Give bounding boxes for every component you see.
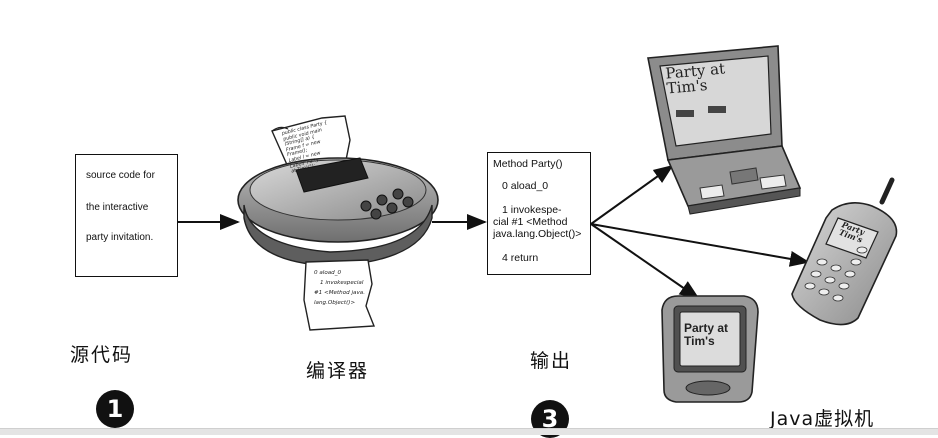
bytecode-line-4: cial #1 <Method bbox=[493, 216, 568, 228]
compiler-output-paper bbox=[303, 259, 376, 331]
paper-out-line-4: lang.Object()> bbox=[314, 300, 356, 306]
label-source-code: 源代码 bbox=[70, 344, 134, 366]
label-output: 输出 bbox=[530, 350, 573, 372]
paper-out-line-2: 1 invokespecial bbox=[320, 280, 364, 286]
bytecode-line-1: Method Party() bbox=[493, 158, 563, 170]
arrow-output-to-pda bbox=[590, 223, 700, 300]
paper-out-line-3: #1 <Method java. bbox=[314, 290, 365, 296]
pda-screen-line-2: Tim's bbox=[684, 334, 715, 348]
source-line-1: source code for bbox=[86, 170, 155, 181]
pda-screen-line-1: Party at bbox=[684, 321, 729, 335]
bytecode-line-3: 1 invokespe- bbox=[502, 204, 562, 216]
pda-icon bbox=[661, 295, 759, 403]
label-jvm: Java虚拟机 bbox=[770, 408, 875, 430]
cell-phone-icon bbox=[791, 177, 898, 326]
arrow-output-to-laptop bbox=[590, 164, 674, 225]
step-badge-1: 1 bbox=[96, 390, 134, 428]
compiler-machine-icon bbox=[237, 115, 439, 331]
source-line-2: the interactive bbox=[86, 202, 149, 213]
bytecode-line-6: 4 return bbox=[502, 252, 539, 264]
label-compiler: 编译器 bbox=[306, 360, 370, 382]
source-code-box: source code for the interactive party in… bbox=[75, 154, 178, 277]
pda-screen-text: Party at Tim's bbox=[684, 322, 728, 348]
bytecode-output-box: Method Party() 0 aload_0 1 invokespe- ci… bbox=[487, 152, 591, 275]
arrow-output-to-phone bbox=[590, 223, 810, 267]
bottom-scroll-strip bbox=[0, 428, 938, 435]
paper-out-line-1: 0 aload_0 bbox=[314, 270, 342, 276]
bytecode-line-5: java.lang.Object()> bbox=[493, 228, 582, 240]
bytecode-line-2: 0 aload_0 bbox=[502, 180, 549, 192]
laptop-icon bbox=[647, 45, 802, 215]
compiler-output-paper-text: 0 aload_0 1 invokespecial #1 <Method jav… bbox=[314, 268, 370, 308]
source-line-3: party invitation. bbox=[86, 232, 154, 243]
laptop-screen-text: Party at Tim's bbox=[665, 59, 727, 97]
